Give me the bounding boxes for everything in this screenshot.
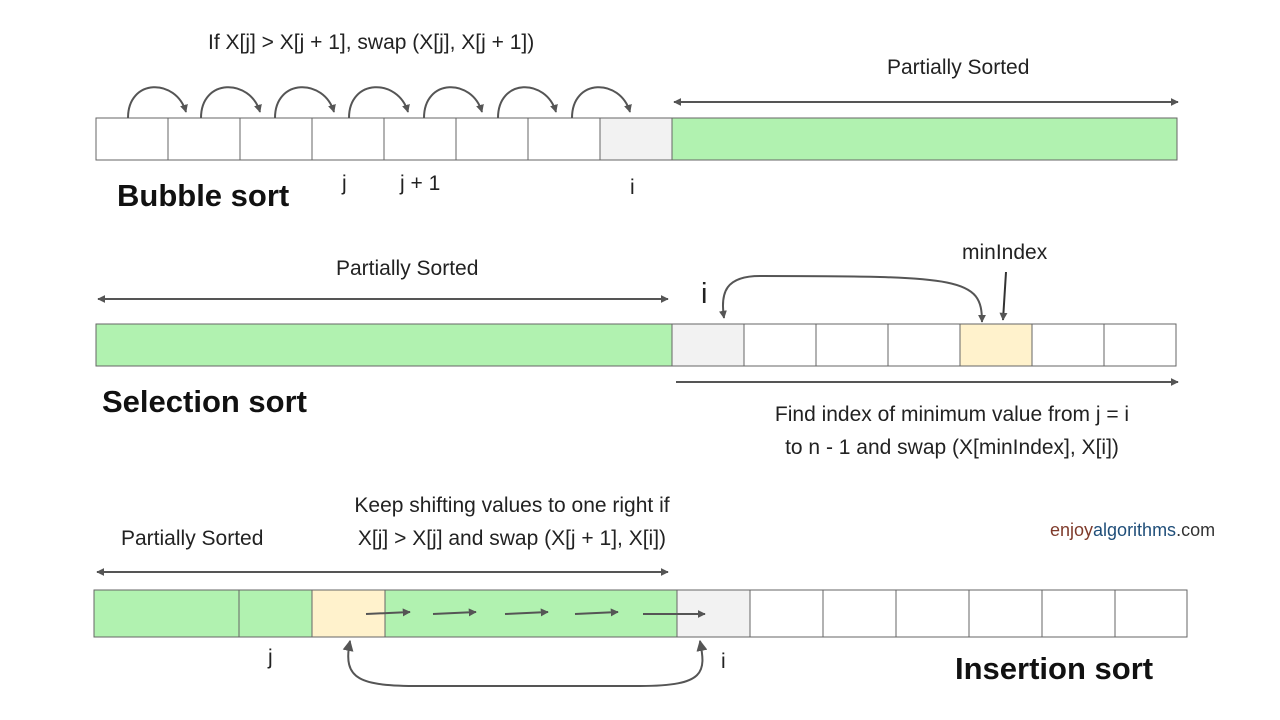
insertion-cell bbox=[1041, 589, 1116, 638]
swap-arrow bbox=[497, 86, 558, 119]
insertion-shift-arrows bbox=[365, 608, 706, 618]
bubble-sorted-label: Partially Sorted bbox=[887, 56, 1030, 79]
insertion-cell-j bbox=[238, 589, 313, 638]
brand-logo: enjoyalgorithms.com bbox=[1050, 520, 1215, 541]
shift-arrow bbox=[432, 608, 477, 617]
selection-cell bbox=[815, 323, 889, 367]
bubble-cell bbox=[239, 117, 313, 161]
insertion-swap-arrow bbox=[342, 639, 708, 687]
selection-swap-arrow bbox=[718, 274, 986, 323]
bubble-cell bbox=[167, 117, 241, 161]
insertion-cell bbox=[895, 589, 970, 638]
insertion-sort-title: Insertion sort bbox=[955, 651, 1154, 686]
insertion-description: Keep shifting values to one right if X[j… bbox=[312, 489, 712, 555]
bubble-cell-j1 bbox=[383, 117, 457, 161]
selection-i-label: i bbox=[701, 278, 708, 310]
brand-part-algorithms: algorithms bbox=[1093, 520, 1177, 540]
minindex-pointer-arrow bbox=[999, 271, 1008, 321]
swap-arrow bbox=[127, 86, 188, 119]
bubble-rule-label: If X[j] > X[j + 1], swap (X[j], X[j + 1]… bbox=[208, 31, 535, 54]
insertion-j-label: j bbox=[268, 646, 273, 669]
bubble-cell-i bbox=[599, 117, 673, 161]
bubble-cell bbox=[95, 117, 169, 161]
bubble-swap-arrows bbox=[127, 86, 632, 119]
insertion-desc-line1: Keep shifting values to one right if bbox=[354, 494, 670, 517]
shift-arrow bbox=[504, 608, 549, 617]
bubble-j-label: j bbox=[342, 172, 347, 195]
insertion-sorted-block bbox=[93, 589, 240, 638]
shift-arrow bbox=[574, 608, 619, 617]
selection-sort-title: Selection sort bbox=[102, 384, 307, 419]
selection-description: Find index of minimum value from j = i t… bbox=[752, 398, 1152, 464]
selection-cell-minindex bbox=[959, 323, 1033, 367]
brand-part-com: .com bbox=[1176, 520, 1216, 540]
selection-minindex-label: minIndex bbox=[962, 241, 1048, 264]
shift-arrow bbox=[365, 608, 411, 617]
insertion-desc-line2: X[j] > X[j] and swap (X[j + 1], X[i]) bbox=[357, 527, 667, 550]
swap-arrow bbox=[423, 86, 484, 119]
insertion-cell bbox=[968, 589, 1043, 638]
selection-sorted-label: Partially Sorted bbox=[336, 257, 479, 280]
selection-array bbox=[95, 323, 1177, 367]
brand-part-enjoy: enjoy bbox=[1050, 520, 1094, 540]
swap-arrow bbox=[348, 86, 410, 119]
selection-cell bbox=[887, 323, 961, 367]
bubble-sort-title: Bubble sort bbox=[117, 178, 290, 213]
selection-desc-line2: to n - 1 and swap (X[minIndex], X[i]) bbox=[785, 436, 1119, 459]
selection-cell bbox=[1103, 323, 1177, 367]
bubble-cell-j bbox=[311, 117, 385, 161]
insertion-cell bbox=[749, 589, 824, 638]
bubble-j1-label: j + 1 bbox=[400, 172, 441, 195]
bubble-sorted-region bbox=[671, 117, 1178, 161]
insertion-sorted-label: Partially Sorted bbox=[121, 527, 264, 550]
selection-desc-line1: Find index of minimum value from j = i bbox=[774, 403, 1130, 426]
insertion-i-label: i bbox=[721, 650, 726, 673]
insertion-cell bbox=[1114, 589, 1188, 638]
insertion-cell bbox=[822, 589, 897, 638]
bubble-i-label: i bbox=[630, 176, 635, 199]
selection-sorted-region bbox=[95, 323, 673, 367]
swap-arrow bbox=[274, 86, 336, 119]
bubble-cell bbox=[455, 117, 529, 161]
selection-cell bbox=[1031, 323, 1105, 367]
swap-arrow bbox=[200, 86, 262, 119]
bubble-cell bbox=[527, 117, 601, 161]
swap-arrow bbox=[571, 86, 632, 119]
selection-cell-i bbox=[671, 323, 745, 367]
insertion-array bbox=[93, 589, 1188, 638]
bubble-array bbox=[95, 117, 1178, 161]
selection-cell bbox=[743, 323, 817, 367]
